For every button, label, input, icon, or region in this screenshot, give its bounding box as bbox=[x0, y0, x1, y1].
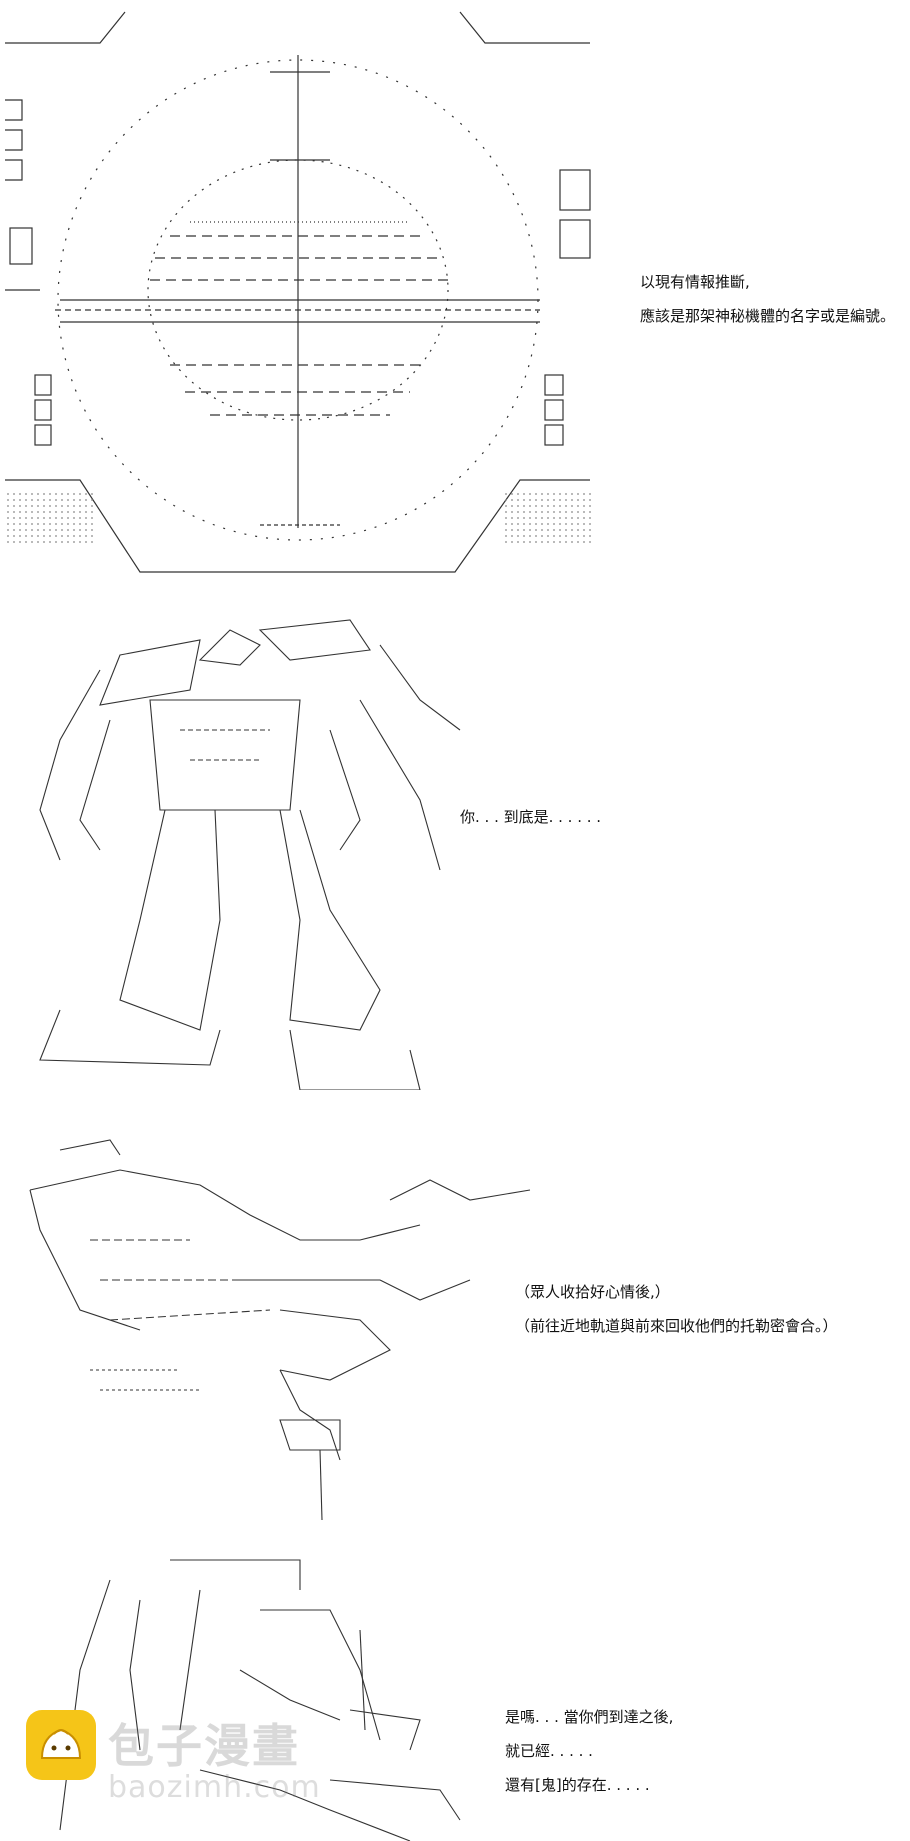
panel-robot: 你. . . 到底是. . . . . . bbox=[0, 590, 910, 1090]
kneeling-art bbox=[59, 1559, 461, 1841]
dialog-line: 應該是那架神秘機體的名字或是編號。 bbox=[640, 307, 896, 325]
dialog-line: 還有[鬼]的存在. . . . . bbox=[505, 1776, 650, 1794]
watermark-url: baozimh.com bbox=[108, 1770, 321, 1805]
kneeling-dialog: 是嗎. . . 當你們到達之後, 就已經. . . . . 還有[鬼]的存在. … bbox=[505, 1700, 673, 1802]
hud-reticle-art bbox=[5, 11, 595, 573]
dialog-line: 是嗎. . . 當你們到達之後, bbox=[505, 1708, 674, 1726]
panel-hud: 以現有情報推斷, 應該是那架神秘機體的名字或是編號。 bbox=[0, 0, 910, 580]
hud-dialog: 以現有情報推斷, 應該是那架神秘機體的名字或是編號。 bbox=[640, 265, 895, 333]
watermark: 包子漫畫 baozimh.com bbox=[24, 1708, 344, 1818]
dialog-line: （眾人收拾好心情後,） bbox=[515, 1283, 670, 1301]
dialog-line: 以現有情報推斷, bbox=[640, 273, 750, 291]
robot-dialog: 你. . . 到底是. . . . . . bbox=[460, 800, 601, 834]
panel-kneeling: 是嗎. . . 當你們到達之後, 就已經. . . . . 還有[鬼]的存在. … bbox=[0, 1550, 910, 1841]
ship-dialog: （眾人收拾好心情後,） （前往近地軌道與前來回收他們的托勒密會合。） bbox=[515, 1275, 838, 1343]
watermark-text: 包子漫畫 bbox=[108, 1719, 300, 1773]
bun-logo-icon bbox=[26, 1710, 96, 1780]
ship-art bbox=[29, 1139, 531, 1520]
dialog-line: （前往近地軌道與前來回收他們的托勒密會合。） bbox=[515, 1317, 838, 1335]
robot-art bbox=[39, 619, 461, 1090]
panel-ship: （眾人收拾好心情後,） （前往近地軌道與前來回收他們的托勒密會合。） bbox=[0, 1130, 910, 1520]
dialog-line: 你. . . 到底是. . . . . . bbox=[460, 808, 602, 826]
dialog-line: 就已經. . . . . bbox=[505, 1742, 593, 1760]
